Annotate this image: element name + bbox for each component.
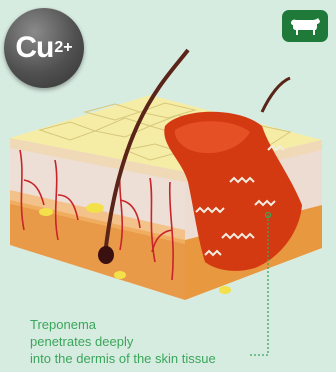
hair-bulb <box>98 246 114 264</box>
gland <box>86 203 104 213</box>
badge-element: Cu <box>15 31 53 65</box>
gland <box>114 271 126 279</box>
caption-line-3: into the dermis of the skin tissue <box>30 350 216 367</box>
caption-line-1: Treponema <box>30 316 216 333</box>
badge-charge: 2+ <box>54 39 72 57</box>
cow-icon <box>288 15 322 37</box>
gland <box>219 286 231 294</box>
cow-tag <box>282 10 328 42</box>
caption: Treponema penetrates deeply into the der… <box>30 316 216 367</box>
caption-line-2: penetrates deeply <box>30 333 216 350</box>
gland <box>39 208 53 216</box>
hair-shaft-right <box>262 78 290 112</box>
copper-ion-badge: Cu2+ <box>4 8 84 88</box>
